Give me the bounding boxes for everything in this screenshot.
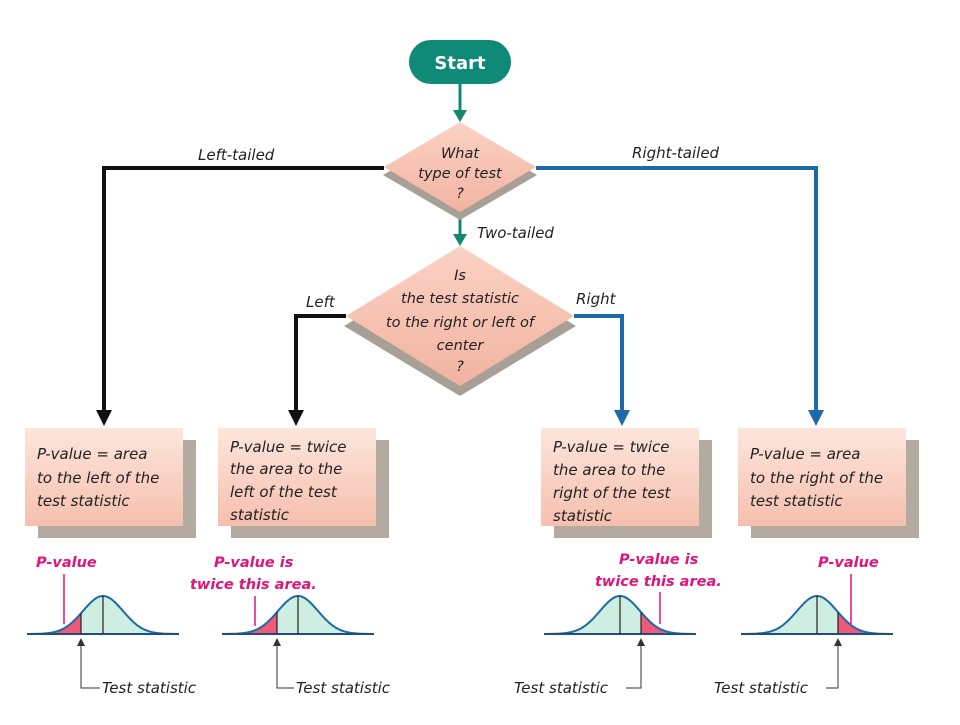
arrow-left [294, 314, 346, 412]
curve-2-tail-area [226, 612, 277, 634]
curve4-test-statistic-label: Test statistic [714, 679, 809, 697]
arrow-left-tailed [102, 166, 384, 412]
edge-label-left-tailed: Left-tailed [198, 146, 275, 164]
start-node: Start [409, 40, 511, 84]
box4-line-1: P-value = area [750, 445, 861, 463]
curve-4-tail-area [838, 612, 889, 634]
curve-3-tail-area [641, 612, 692, 634]
curve3-callout-line-1: P-value is [619, 552, 699, 568]
curve-2-test-statistic-arrowhead [273, 638, 281, 646]
curve-1-test-statistic-arrowhead [77, 638, 85, 646]
box1-line-2: to the left of the [37, 469, 159, 487]
box3-line-2: the area to the [553, 461, 665, 479]
box2-line-2: the area to the [230, 460, 342, 478]
box2-line-3: left of the test [230, 483, 338, 501]
edge-label-left: Left [306, 293, 336, 311]
box1-line-3: test statistic [37, 492, 130, 510]
decision1-line-2: type of test [418, 166, 503, 182]
decision2-line-1: Is [454, 268, 466, 284]
result-box-left-tailed: P-value = area to the left of the test s… [25, 428, 196, 538]
curve4-callout-line-1: P-value [818, 555, 879, 571]
box4-line-3: test statistic [750, 492, 843, 510]
arrowhead-start-to-decision1 [453, 110, 467, 122]
curve3-test-statistic-label: Test statistic [514, 679, 609, 697]
decision2-line-3: to the right or left of [386, 315, 536, 331]
curve1-test-statistic-label: Test statistic [102, 679, 197, 697]
decision2-line-4: center [437, 338, 485, 354]
arrow-right [574, 314, 624, 412]
curve3-callout-line-2: twice this area. [595, 574, 722, 590]
curve-1-test-statistic-pointer [80, 644, 100, 689]
box2-line-4: statistic [230, 506, 290, 524]
arrowhead-two-tailed [453, 234, 467, 246]
curve2-test-statistic-label: Test statistic [296, 679, 391, 697]
edge-label-right-tailed: Right-tailed [632, 144, 720, 162]
decision1-line-1: What [441, 146, 480, 162]
arrowhead-left [288, 410, 304, 426]
curve-1-tail-area [31, 613, 81, 634]
curve2-callout-line-1: P-value is [214, 555, 294, 571]
decision2-line-2: the test statistic [401, 291, 519, 307]
box3-line-4: statistic [553, 507, 613, 525]
curve1-callout-line-1: P-value [36, 555, 97, 571]
arrowhead-right [614, 410, 630, 426]
box1-line-1: P-value = area [37, 445, 148, 463]
arrow-right-tailed [536, 166, 818, 412]
arrowhead-right-tailed [808, 410, 824, 426]
edge-label-two-tailed: Two-tailed [477, 224, 554, 242]
curve-3-test-statistic-arrowhead [637, 638, 645, 646]
box4-line-2: to the right of the [750, 469, 883, 487]
box3-line-1: P-value = twice [553, 438, 670, 456]
curve-4-test-statistic-pointer [826, 644, 839, 689]
result-box-two-tailed-left: P-value = twice the area to the left of … [218, 428, 389, 538]
curve-3-test-statistic-pointer [626, 644, 642, 689]
curve2-callout-line-2: twice this area. [190, 577, 317, 593]
decision-test-type: What type of test ? [383, 122, 537, 220]
decision-left-or-right: Is the test statistic to the right or le… [344, 246, 576, 396]
box2-line-1: P-value = twice [230, 438, 347, 456]
decision2-line-5: ? [456, 359, 464, 375]
distribution-curves [27, 574, 893, 689]
curve-4-test-statistic-arrowhead [834, 638, 842, 646]
edge-label-right: Right [576, 290, 617, 308]
result-box-two-tailed-right: P-value = twice the area to the right of… [541, 428, 712, 538]
result-box-right-tailed: P-value = area to the right of the test … [738, 428, 919, 538]
start-label: Start [434, 53, 486, 74]
decision1-line-3: ? [456, 186, 464, 202]
arrowhead-left-tailed [96, 410, 112, 426]
curve-2-test-statistic-pointer [276, 644, 294, 689]
box3-line-3: right of the test [553, 484, 672, 502]
